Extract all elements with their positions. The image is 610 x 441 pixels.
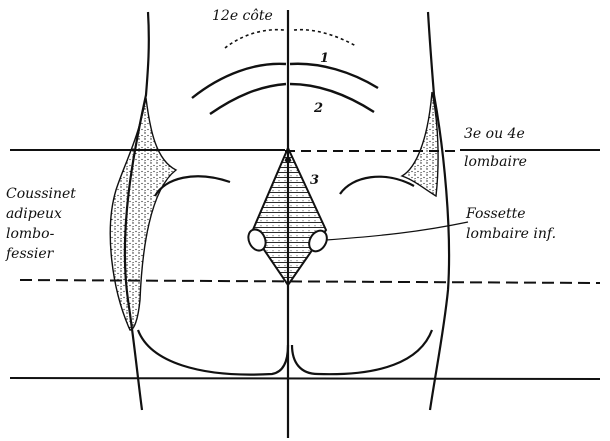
label-cushion-2: adipeux (6, 206, 62, 222)
iliac-crest-right (340, 177, 414, 194)
spinous-process-marker (285, 157, 291, 163)
rib-2-left (210, 84, 286, 114)
label-number-2: 2 (313, 101, 323, 116)
body-outline-right (428, 12, 449, 410)
rib-12-dashed-right (294, 30, 356, 46)
label-fossette-2: lombaire inf. (466, 226, 556, 242)
rib-2-right (290, 84, 374, 112)
label-lumbar-2: lombaire (464, 154, 527, 170)
fat-cushion-right (402, 92, 438, 196)
fat-cushion-left (110, 98, 176, 330)
buttock-left (138, 330, 288, 375)
fossette-leader-line (326, 222, 468, 240)
label-number-3: 3 (310, 173, 319, 188)
label-cushion-4: fessier (5, 246, 55, 262)
label-number-1: 1 (320, 51, 329, 66)
rib-12-dashed-left (225, 30, 284, 48)
rib-1-left (192, 64, 286, 98)
sacral-dashed-line (20, 280, 600, 283)
label-cushion-3: lombo- (6, 226, 55, 242)
buttock-right (292, 330, 432, 374)
label-cushion-1: Coussinet (6, 186, 76, 202)
gluteal-line (10, 378, 600, 379)
label-fossette-1: Fossette (465, 206, 526, 222)
label-lumbar-1: 3e ou 4e (464, 126, 525, 142)
label-rib12: 12e côte (212, 8, 273, 24)
